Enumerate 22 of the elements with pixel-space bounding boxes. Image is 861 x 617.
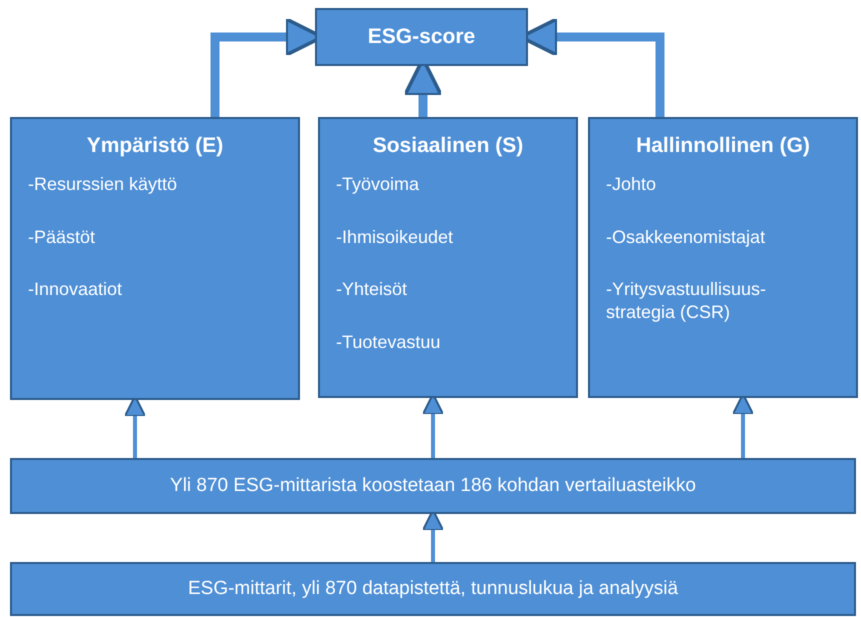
list-item: -Päästöt bbox=[27, 226, 96, 248]
list-item: -Innovaatiot bbox=[27, 278, 124, 301]
process-box bbox=[10, 458, 856, 514]
box-text: Yli 870 ESG-mittarista koostetaan 186 kohdan vertailuasteikko bbox=[170, 474, 696, 498]
category-box bbox=[588, 117, 858, 398]
list-item: -Johto bbox=[605, 173, 658, 196]
box-text: ESG-mittarit, yli 870 datapistettä, tunnuslukua ja analyysiä bbox=[188, 577, 678, 601]
category-heading: Sosiaalinen (S) bbox=[372, 133, 524, 159]
score-heading: ESG-score bbox=[368, 24, 476, 50]
list-item: -Työvoima bbox=[335, 173, 420, 196]
list-item: -Yritysvastuullisuus-strategia (CSR) bbox=[605, 278, 768, 324]
list-item: -Yhteisöt bbox=[335, 278, 408, 301]
category-heading: Ympäristö (E) bbox=[86, 133, 224, 159]
list-item: -Tuotevastuu bbox=[335, 330, 442, 354]
category-heading: Hallinnollinen (G) bbox=[635, 133, 811, 159]
category-box bbox=[318, 117, 578, 398]
category-box bbox=[10, 117, 300, 400]
process-box bbox=[315, 8, 528, 66]
list-item: -Resurssien käyttö bbox=[27, 173, 178, 196]
list-item: -Osakkeenomistajat bbox=[605, 226, 766, 248]
process-box bbox=[10, 562, 856, 616]
list-item: -Ihmisoikeudet bbox=[335, 226, 454, 248]
